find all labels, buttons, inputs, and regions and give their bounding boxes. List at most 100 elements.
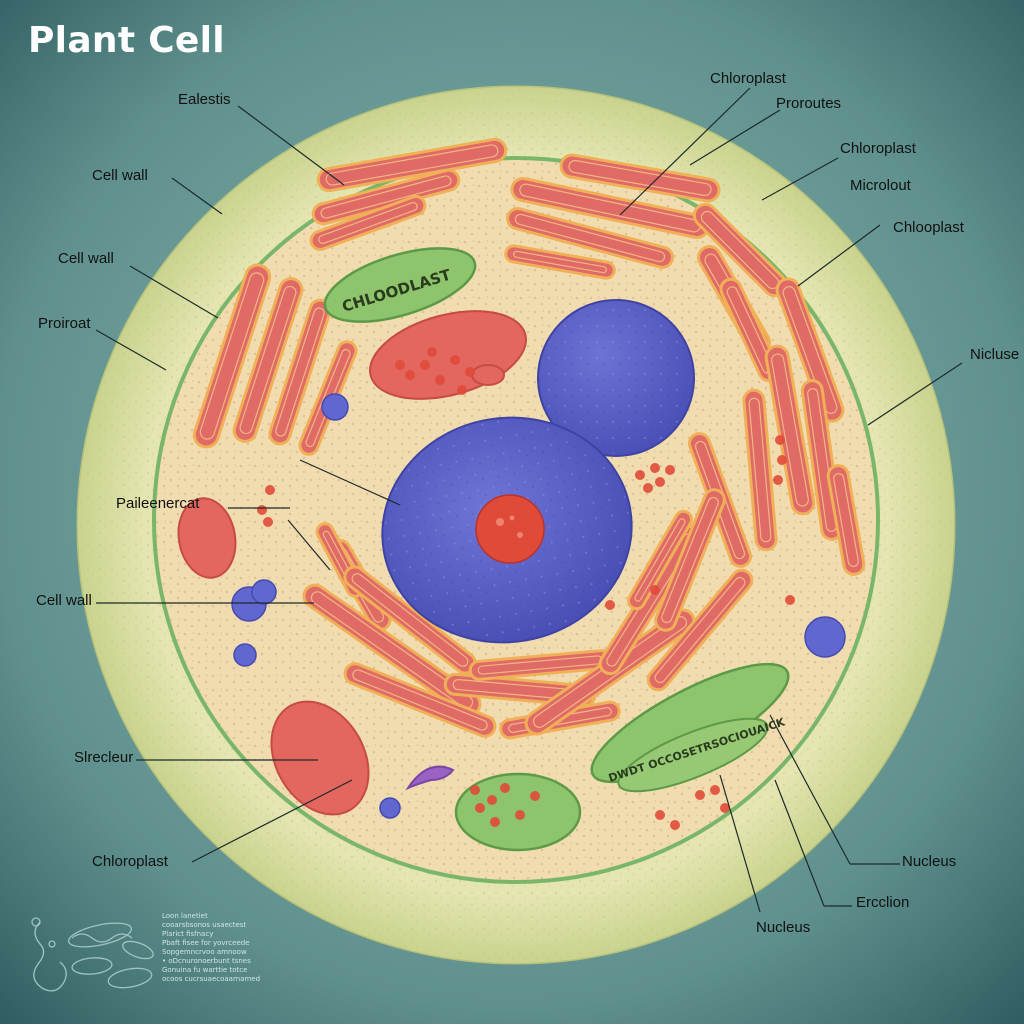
label-cell-wall-3: Cell wall: [36, 592, 92, 609]
granule: [670, 820, 680, 830]
granule: [777, 455, 787, 465]
membrane-inner: [634, 518, 686, 602]
granule: [635, 470, 645, 480]
granule: [265, 485, 275, 495]
membrane-stack: [309, 195, 427, 251]
membrane-inner: [513, 250, 607, 274]
vesicle: [379, 797, 401, 819]
granule: [470, 785, 480, 795]
granule: [487, 795, 497, 805]
leader-line: [867, 362, 963, 426]
legend-line: ocoos cucrsuaecoaarnamed: [162, 975, 261, 983]
labels: Ealestis Chloroplast Proroutes Cell wall…: [36, 70, 1019, 936]
organelles: [177, 137, 866, 852]
granule: [695, 790, 705, 800]
granule: [643, 483, 653, 493]
membrane-stack: [654, 488, 726, 632]
endoplasmic-reticulum: [559, 153, 721, 203]
granule: [457, 385, 467, 395]
vesicle: [804, 616, 846, 658]
label-nicluse: Nicluse: [970, 346, 1019, 363]
granule: [650, 585, 660, 595]
granule: [465, 367, 475, 377]
endoplasmic-reticulum: [302, 583, 482, 717]
legend-line: • oDcnuronoerbunt tsnes: [162, 957, 251, 965]
leader-line: [287, 519, 331, 571]
membrane-inner: [275, 307, 325, 437]
leader-line: [299, 459, 401, 506]
label-slrecleur: Slrecleur: [74, 749, 133, 766]
label-cell-wall-2: Cell wall: [58, 250, 114, 267]
mitochondrion-inner-icon: [71, 933, 133, 943]
granule: [605, 600, 615, 610]
nucleolus-granule: [509, 515, 515, 521]
membrane-inner: [310, 591, 474, 709]
membrane-stack: [627, 509, 693, 611]
membrane-stack: [559, 153, 721, 203]
membrane-inner: [807, 388, 837, 532]
granule: [710, 785, 720, 795]
endoplasmic-reticulum: [192, 263, 272, 449]
granule: [263, 517, 273, 527]
label-chloroplast-top: Chloroplast: [710, 70, 787, 87]
legend-line: Gonuina fu warttie totce: [162, 966, 248, 974]
granule: [435, 375, 445, 385]
membrane-inner: [771, 353, 809, 507]
legend-line: cooarsbsonos usaectest: [162, 921, 247, 929]
label-proroutes: Proroutes: [776, 95, 841, 112]
label-chloroplast-right1: Chloroplast: [840, 140, 917, 157]
membrane-inner: [320, 175, 452, 219]
label-proiroat: Proiroat: [38, 315, 91, 332]
leader-line: [95, 329, 167, 371]
granule: [773, 475, 783, 485]
granule: [500, 783, 510, 793]
granule: [490, 817, 500, 827]
label-nucleus-bottom: Nucleus: [756, 919, 810, 936]
leader-line: [774, 779, 825, 907]
membrane-inner: [661, 496, 719, 624]
granule: [515, 810, 525, 820]
granule: [655, 810, 665, 820]
label-chloroplast-bottom: Chloroplast: [92, 853, 169, 870]
label-cell-wall-1: Cell wall: [92, 167, 148, 184]
membrane-inner: [514, 213, 666, 263]
endoplasmic-reticulum: [742, 388, 778, 552]
membrane-inner: [654, 576, 746, 684]
leader-line: [769, 714, 851, 865]
legend-line: Sopgemncrvoo amnoow: [162, 948, 247, 956]
membrane-inner: [239, 285, 297, 435]
vesicle: [251, 579, 277, 605]
endoplasmic-reticulum: [504, 244, 616, 280]
membrane-stack: [775, 277, 845, 423]
organelle-icon: [122, 940, 154, 960]
endoplasmic-reticulum: [764, 344, 816, 516]
granule: [785, 595, 795, 605]
vesicle: [233, 643, 257, 667]
mitochondrion: [177, 497, 237, 579]
endoplasmic-reticulum: [309, 195, 427, 251]
legend-line: Plarict fisfnacy: [162, 930, 214, 938]
membrane-inner: [568, 159, 712, 197]
nucleolus-granule: [517, 532, 523, 538]
granule: [257, 505, 267, 515]
membrane-inner: [351, 573, 469, 667]
nucleolus-granule: [496, 518, 504, 526]
membrane-inner: [782, 286, 838, 414]
mitochondrion-bud: [471, 364, 505, 386]
leader-lines: [95, 87, 963, 913]
granule: [420, 360, 430, 370]
leader-line: [191, 779, 353, 863]
membrane-stack: [232, 277, 304, 443]
granule: [775, 435, 785, 445]
membrane-inner: [318, 201, 418, 245]
leader-line: [619, 87, 751, 216]
legend-icons: [31, 917, 154, 992]
vacuole-texture: [540, 302, 692, 454]
granule: [655, 477, 665, 487]
endoplasmic-reticulum: [627, 509, 693, 611]
membrane-stack: [506, 207, 674, 269]
granule: [475, 803, 485, 813]
membrane-inner: [199, 272, 265, 440]
granule: [530, 791, 540, 801]
